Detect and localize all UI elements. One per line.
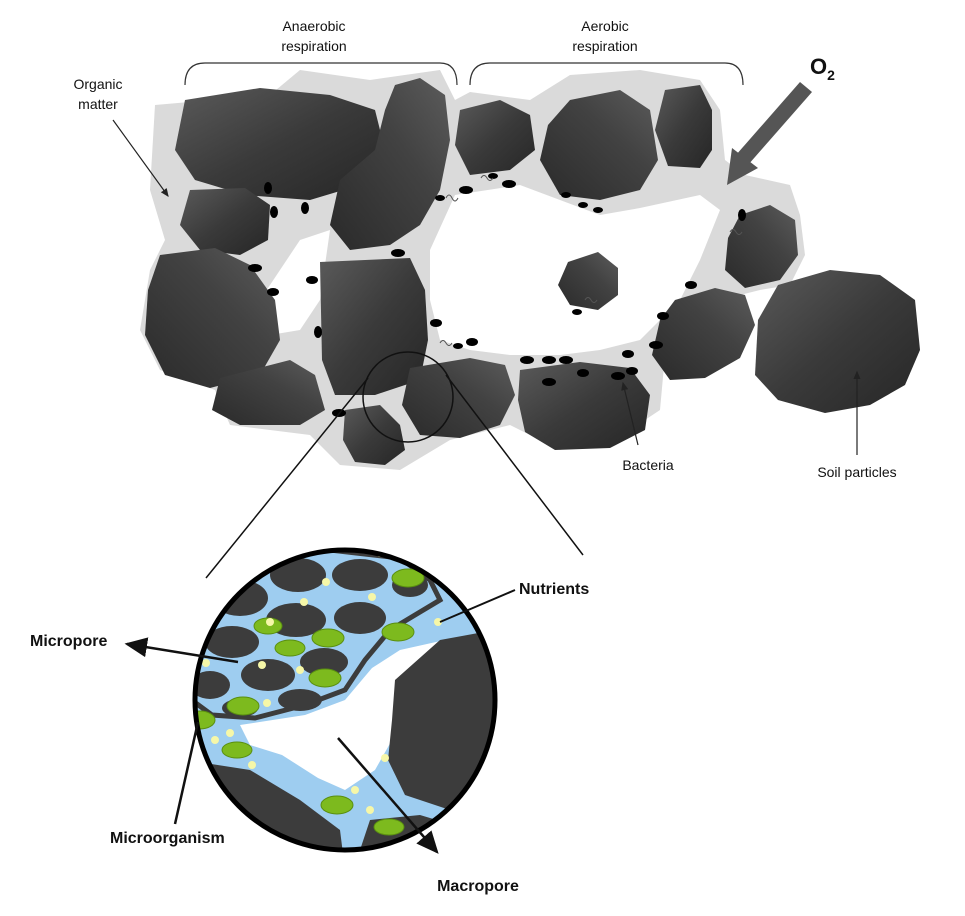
oxygen-arrow xyxy=(727,82,812,185)
anaerobic-label-line2: respiration xyxy=(281,38,346,54)
bacterium xyxy=(314,326,322,338)
nutrient xyxy=(366,806,374,814)
bacterium xyxy=(561,192,571,198)
bacterium xyxy=(459,186,473,194)
macropore-label: Macropore xyxy=(437,878,519,895)
soil-particles-label: Soil particles xyxy=(817,464,896,480)
bacterium xyxy=(657,312,669,320)
bacterium xyxy=(542,356,556,364)
nutrient xyxy=(226,729,234,737)
nutrient xyxy=(368,593,376,601)
bacterium xyxy=(453,343,463,349)
microorganism xyxy=(222,742,252,758)
soil-aggregate xyxy=(140,70,920,470)
nutrient xyxy=(296,666,304,674)
microorganism xyxy=(309,669,341,687)
nutrient xyxy=(381,754,389,762)
bacterium xyxy=(435,195,445,201)
nutrient xyxy=(211,736,219,744)
bacterium xyxy=(738,209,746,221)
bacterium xyxy=(611,372,625,380)
microorganism-pointer xyxy=(175,722,198,824)
bacterium xyxy=(466,338,478,346)
bacterium xyxy=(430,319,442,327)
bacteria-label: Bacteria xyxy=(622,457,674,473)
microorganism xyxy=(227,697,259,715)
bacterium xyxy=(593,207,603,213)
zoomed-pore-view xyxy=(178,549,510,870)
organic-matter-label-line2: matter xyxy=(78,96,118,112)
bacterium xyxy=(542,378,556,386)
nutrient xyxy=(202,659,210,667)
nutrient xyxy=(300,598,308,606)
microorganism xyxy=(185,711,215,729)
bacterium xyxy=(267,288,279,296)
bacterium xyxy=(391,249,405,257)
bacterium xyxy=(572,309,582,315)
bacterium xyxy=(685,281,697,289)
bacterium xyxy=(248,264,262,272)
bacterium xyxy=(520,356,534,364)
bacterium xyxy=(577,369,589,377)
bacterium xyxy=(559,356,573,364)
bacterium xyxy=(578,202,588,208)
bacterium xyxy=(306,276,318,284)
microorganism xyxy=(374,819,404,835)
microorganism xyxy=(321,796,353,814)
nutrient xyxy=(351,786,359,794)
anaerobic-label-line1: Anaerobic xyxy=(282,18,345,34)
aerobic-label-line1: Aerobic xyxy=(581,18,628,34)
bacterium xyxy=(649,341,663,349)
bacterium xyxy=(264,182,272,194)
bacterium xyxy=(622,350,634,358)
oxygen-label: O2 xyxy=(810,54,835,83)
organic-matter-label-line1: Organic xyxy=(73,76,122,92)
nutrients-label: Nutrients xyxy=(519,581,589,598)
bacterium xyxy=(502,180,516,188)
bacterium xyxy=(626,367,638,375)
microorganism xyxy=(382,623,414,641)
nutrient xyxy=(263,699,271,707)
microorganism xyxy=(275,640,305,656)
bacterium xyxy=(270,206,278,218)
nutrient xyxy=(322,578,330,586)
nutrient xyxy=(248,761,256,769)
aerobic-label-line2: respiration xyxy=(572,38,637,54)
nutrient xyxy=(258,661,266,669)
nutrient xyxy=(266,618,274,626)
soil-particle xyxy=(755,270,920,413)
bacterium xyxy=(301,202,309,214)
microorganism-label: Microorganism xyxy=(110,830,225,847)
microorganism xyxy=(312,629,344,647)
micropore-label: Micropore xyxy=(30,633,107,650)
